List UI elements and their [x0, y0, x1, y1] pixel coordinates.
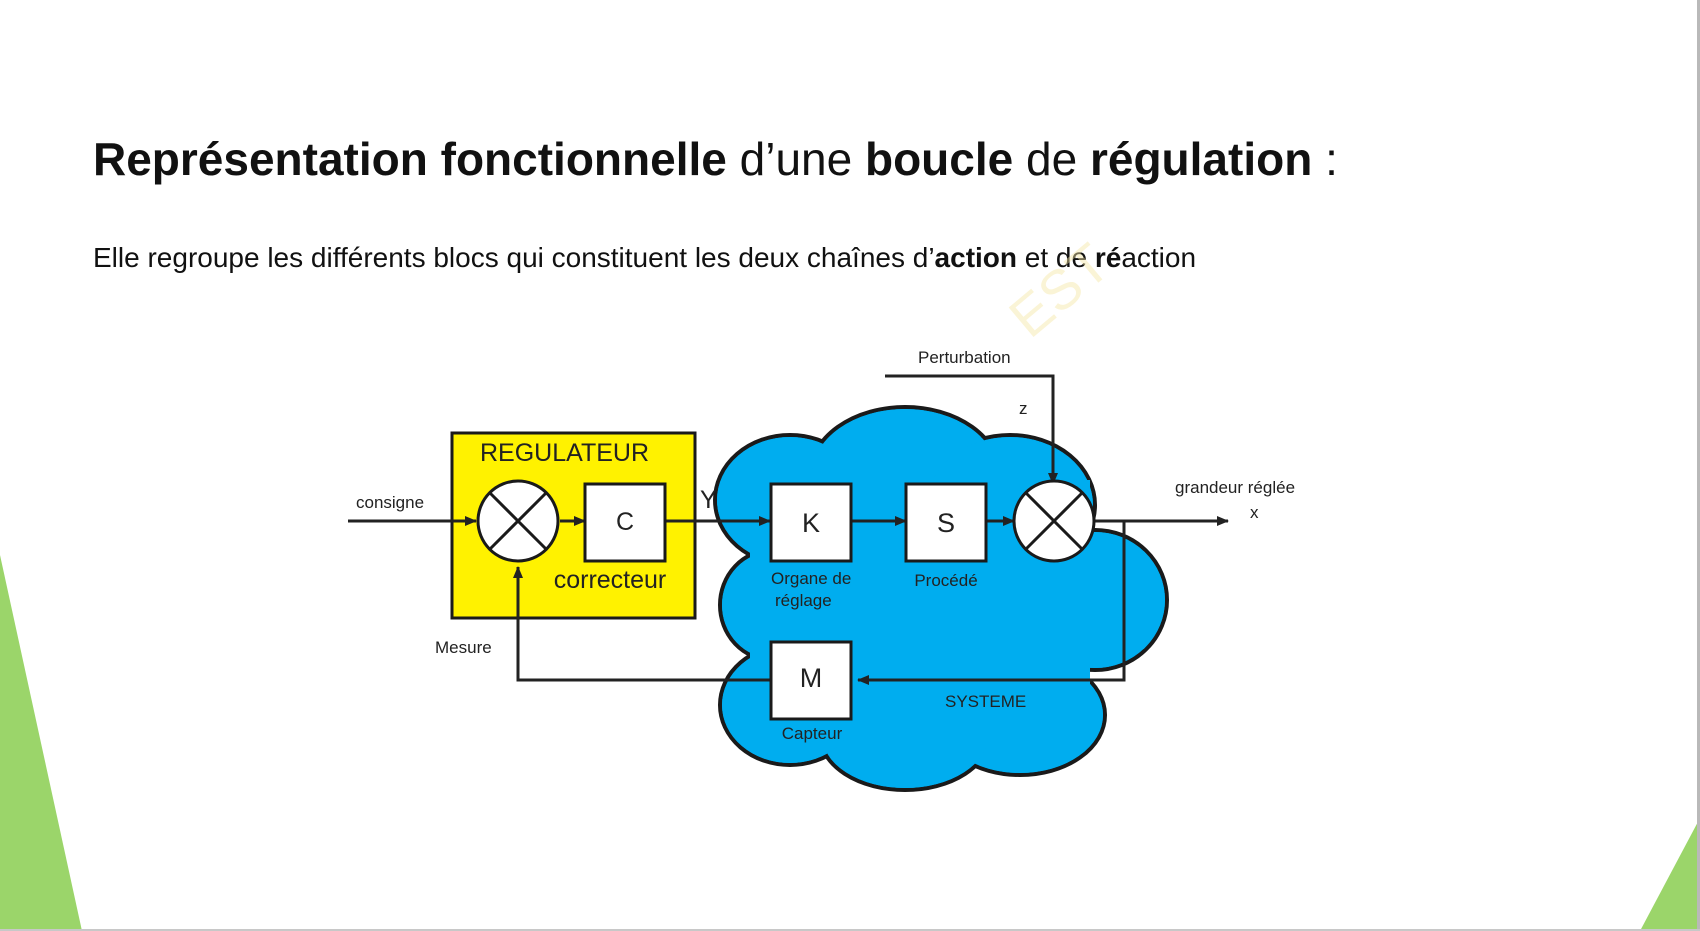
- title-bold-3: boucle: [864, 133, 1014, 185]
- actuator-block: [769, 482, 853, 563]
- y-label: Y: [700, 486, 717, 514]
- title-text-6: :: [1312, 133, 1338, 185]
- title-text-4: de: [1013, 133, 1090, 185]
- corrector-label: correcteur: [554, 566, 667, 594]
- sensor-symbol: M: [800, 663, 823, 693]
- x-label: x: [1250, 503, 1259, 522]
- subtitle-bold-4: ré: [1094, 242, 1122, 273]
- actuator-label-line1: Organe de: [771, 569, 851, 588]
- slide-right-border: [1697, 0, 1700, 931]
- subtitle-text-3: et de: [1017, 242, 1095, 273]
- right-green-triangle: [1640, 818, 1700, 931]
- title-text-2: d’une: [726, 133, 865, 185]
- actuator-label-line2: réglage: [775, 591, 832, 610]
- system-label: SYSTEME: [945, 692, 1026, 711]
- z-label: z: [1019, 399, 1028, 418]
- corrector-symbol: C: [616, 508, 634, 536]
- left-green-triangle: [0, 555, 82, 931]
- subtitle-bold-2: action: [934, 242, 1018, 273]
- input-label: consigne: [356, 493, 424, 512]
- disturbance-junction: [1012, 479, 1096, 563]
- comparator-junction: [476, 479, 560, 563]
- subtitle-text-5: action: [1121, 242, 1197, 273]
- sensor-block: [769, 640, 853, 721]
- watermark: EST: [997, 231, 1121, 349]
- measure-label: Mesure: [435, 638, 492, 657]
- title-bold-5: régulation: [1089, 133, 1313, 185]
- actuator-symbol: K: [802, 508, 820, 538]
- slide-bottom-border: [0, 929, 1700, 931]
- process-label: Procédé: [914, 571, 977, 590]
- subtitle-text-1: Elle regroupe les différents blocs qui c…: [93, 242, 935, 273]
- slide-title: Représentation fonctionnelle d’une boucl…: [93, 132, 1338, 186]
- title-bold-1: Représentation fonctionnelle: [93, 133, 727, 185]
- slide-subtitle: Elle regroupe les différents blocs qui c…: [93, 242, 1196, 274]
- process-block: [904, 482, 988, 563]
- regulator-label: REGULATEUR: [480, 439, 649, 467]
- sensor-label: Capteur: [782, 724, 843, 743]
- corrector-block: [583, 482, 667, 563]
- process-symbol: S: [937, 508, 955, 538]
- signal-lines: [348, 374, 1229, 685]
- output-label: grandeur réglée: [1175, 478, 1295, 497]
- disturbance-label: Perturbation: [918, 348, 1011, 367]
